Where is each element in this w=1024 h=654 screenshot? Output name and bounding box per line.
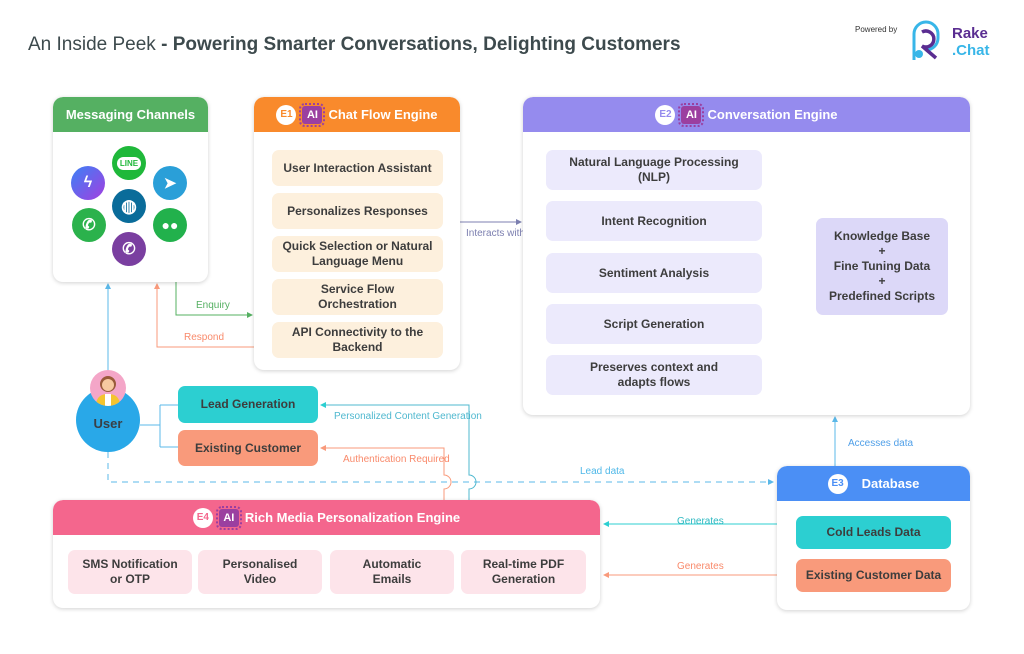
- chatflow-item: API Connectivity to the Backend: [272, 322, 443, 358]
- rich-item: Automatic Emails: [330, 550, 454, 594]
- telegram-icon[interactable]: ➤: [153, 166, 187, 200]
- respond-label: Respond: [184, 332, 225, 343]
- logo-r-icon: [912, 20, 940, 60]
- kb-plus: +: [878, 274, 886, 288]
- user-avatar: [90, 370, 126, 406]
- e4-badge: E4: [192, 507, 213, 528]
- rakechat-logo: Rake .Chat: [908, 20, 1008, 64]
- messaging-header: Messaging Channels: [53, 97, 208, 132]
- lead-data-label: Lead data: [580, 466, 625, 477]
- rich-header: E4 AI Rich Media Personalization Engine: [53, 500, 600, 535]
- ai-chip-icon: AI: [215, 505, 242, 530]
- ai-chip-icon: AI: [678, 102, 705, 127]
- line-text: LINE: [116, 156, 142, 170]
- database-card: E3 Database Cold Leads Data Existing Cus…: [777, 466, 970, 610]
- conversation-engine-card: E2 AI Conversation Engine Natural Langua…: [523, 97, 970, 415]
- conversation-title: Conversation Engine: [707, 107, 838, 122]
- viber-icon[interactable]: ✆: [112, 232, 146, 266]
- globe-icon[interactable]: ◍: [112, 189, 146, 223]
- database-title: Database: [861, 476, 920, 491]
- lead-generation-box: Lead Generation: [178, 386, 318, 423]
- logo-text-2: .Chat: [952, 42, 990, 59]
- chatflow-item: Personalizes Responses: [272, 193, 443, 229]
- e2-badge: E2: [655, 104, 676, 125]
- ai-chip-icon: AI: [299, 102, 326, 127]
- database-header: E3 Database: [777, 466, 970, 501]
- chat-flow-engine-card: E1 AI Chat Flow Engine User Interaction …: [254, 97, 460, 370]
- e3-badge: E3: [827, 473, 848, 494]
- messenger-icon[interactable]: ϟ: [71, 166, 105, 200]
- chatflow-header: E1 AI Chat Flow Engine: [254, 97, 460, 132]
- rich-item: SMS Notification or OTP: [68, 550, 192, 594]
- conversation-item: Script Generation: [546, 304, 762, 344]
- logo-text: Rake: [952, 25, 988, 42]
- kb-line: Predefined Scripts: [828, 289, 936, 303]
- line-icon[interactable]: LINE: [112, 146, 146, 180]
- messaging-title: Messaging Channels: [65, 107, 196, 122]
- enquiry-label: Enquiry: [196, 300, 230, 311]
- knowledge-base-box: Knowledge Base + Fine Tuning Data + Pred…: [816, 218, 948, 315]
- auth-label: Authentication Required: [343, 454, 450, 465]
- page-title: An Inside Peek - Powering Smarter Conver…: [28, 34, 681, 55]
- user-label: User: [93, 415, 123, 431]
- conversation-item: Sentiment Analysis: [546, 253, 762, 293]
- person-icon: [96, 376, 120, 406]
- whatsapp-icon[interactable]: ✆: [72, 208, 106, 242]
- user-node: User: [76, 388, 140, 452]
- chatflow-item: User Interaction Assistant: [272, 150, 443, 186]
- e1-badge: E1: [276, 104, 297, 125]
- existing-customer-box: Existing Customer: [178, 430, 318, 466]
- interacts-label: Interacts with: [466, 228, 525, 239]
- conversation-item: Preserves context and adapts flows: [546, 355, 762, 395]
- generates-label-2: Generates: [677, 561, 724, 572]
- rich-item: Personalised Video: [198, 550, 322, 594]
- user-branch: [140, 404, 178, 448]
- conversation-header: E2 AI Conversation Engine: [523, 97, 970, 132]
- cold-leads-box: Cold Leads Data: [796, 516, 951, 549]
- rich-item: Real-time PDF Generation: [461, 550, 586, 594]
- personalized-label: Personalized Content Generation: [334, 411, 482, 422]
- conversation-item: Natural Language Processing (NLP): [546, 150, 762, 190]
- rich-media-engine-card: E4 AI Rich Media Personalization Engine …: [53, 500, 600, 608]
- kb-line: Fine Tuning Data: [833, 259, 931, 273]
- rich-title: Rich Media Personalization Engine: [244, 510, 461, 525]
- chatflow-item: Service Flow Orchestration: [272, 279, 443, 315]
- existing-customer-data-box: Existing Customer Data: [796, 559, 951, 592]
- chatflow-title: Chat Flow Engine: [328, 107, 438, 122]
- kb-plus: +: [878, 244, 886, 258]
- chatflow-item: Quick Selection or Natural Language Menu: [272, 236, 443, 272]
- generates-label-1: Generates: [677, 516, 724, 527]
- kb-line: Knowledge Base: [833, 229, 931, 243]
- conversation-item: Intent Recognition: [546, 201, 762, 241]
- powered-by: Powered by: [855, 25, 898, 34]
- accesses-label: Accesses data: [848, 438, 914, 449]
- wechat-icon[interactable]: ●●: [153, 208, 187, 242]
